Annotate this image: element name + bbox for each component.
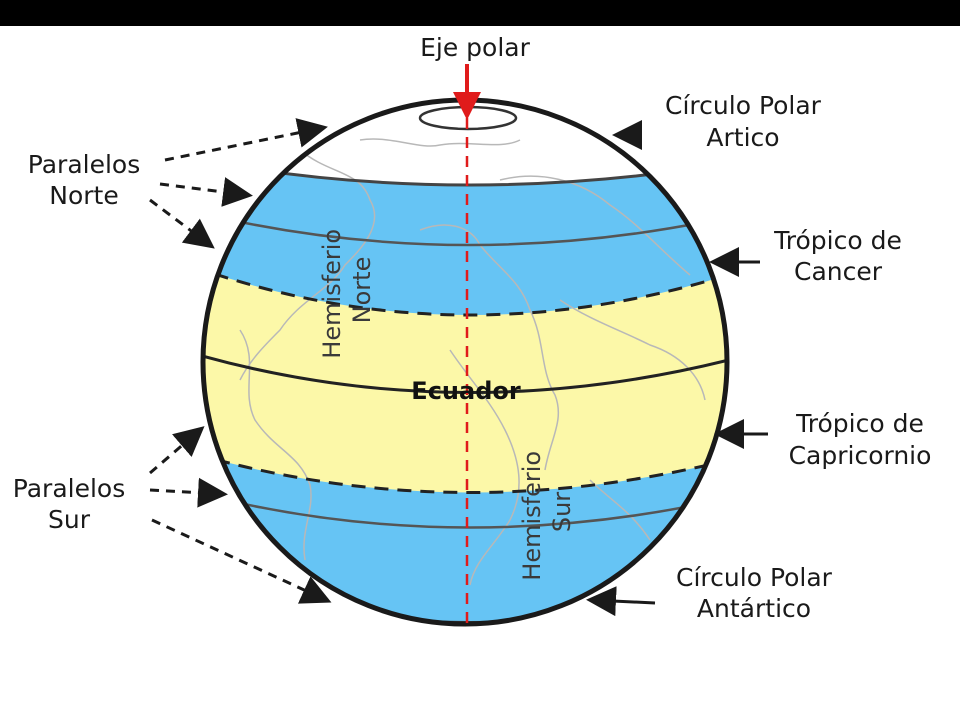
- tropical-band: [203, 250, 727, 493]
- south-parallels-label-line2: Sur: [48, 505, 91, 534]
- arctic-cap: [203, 100, 727, 185]
- north-parallels-label-line1: Paralelos: [28, 150, 140, 179]
- south-hemisphere-word1: Hemisferio: [518, 451, 546, 581]
- arctic-label-line1: Círculo Polar: [665, 91, 822, 120]
- antarctic-label-line1: Círculo Polar: [676, 563, 833, 592]
- south-parallels-label-line1: Paralelos: [13, 474, 125, 503]
- north-parallel-arrow-3: [149, 198, 215, 249]
- tropic-cancer-line: [203, 248, 727, 317]
- south-hemisphere-label: Hemisferio Sur: [518, 443, 576, 580]
- south-parallel-arrow-2: [149, 477, 228, 508]
- north-hemisphere-label: Hemisferio Norte: [318, 221, 376, 358]
- polar-axis-arrowhead: [453, 92, 481, 120]
- left-arrows: [149, 118, 332, 604]
- equator-line: [203, 338, 727, 394]
- north-parallels-label-line2: Norte: [49, 181, 118, 210]
- south-parallel-arrow-1: [149, 426, 205, 475]
- north-hemisphere-word2: Norte: [348, 257, 376, 324]
- antarctic-label-line2: Antártico: [697, 594, 811, 623]
- capricorn-label-line2: Capricornio: [789, 441, 932, 470]
- cancer-label-line2: Cancer: [794, 257, 883, 286]
- equator-label: Ecuador: [411, 377, 521, 405]
- right-arrows: [586, 120, 768, 617]
- top-black-bar: [0, 0, 960, 26]
- north-hemisphere-word1: Hemisferio: [318, 229, 346, 359]
- cancer-label-line1: Trópico de: [773, 226, 902, 255]
- north-parallel-arrow-2: [159, 177, 253, 207]
- south-hemisphere-word2: Sur: [548, 492, 576, 532]
- arctic-label-line2: Artico: [706, 123, 779, 152]
- capricorn-label-line1: Trópico de: [795, 409, 924, 438]
- axis-label: Eje polar: [420, 33, 530, 62]
- north-parallel-arrow-1: [164, 118, 328, 162]
- antarctic-arrow: [586, 586, 656, 617]
